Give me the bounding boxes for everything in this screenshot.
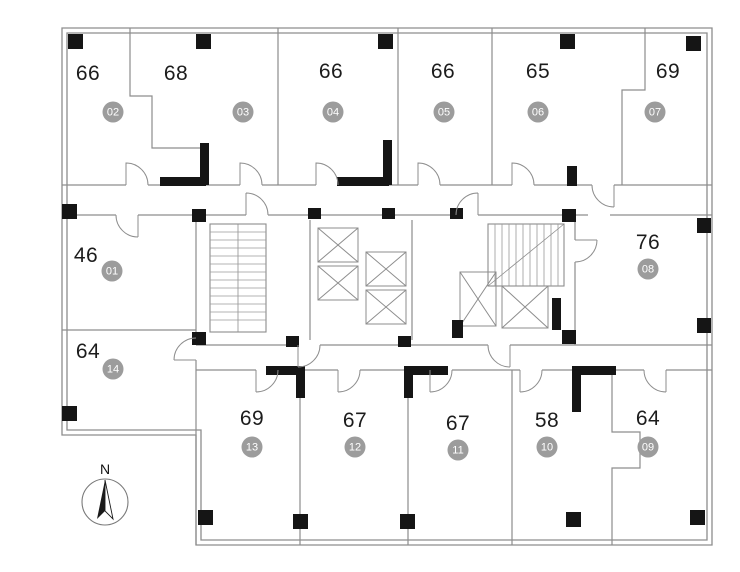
room-area-05: 66 xyxy=(430,60,456,83)
room-area-12: 67 xyxy=(342,409,368,432)
north-arrow-icon: N xyxy=(81,461,129,526)
unit-badge-06: 06 xyxy=(527,101,549,123)
unit-badge-07: 07 xyxy=(644,101,666,123)
room-area-01: 46 xyxy=(73,244,99,267)
unit-badge-11: 11 xyxy=(447,439,469,461)
room-area-02: 66 xyxy=(75,62,101,85)
unit-badge-05: 05 xyxy=(433,101,455,123)
structural-columns xyxy=(62,34,711,529)
unit-badge-09: 09 xyxy=(637,436,659,458)
unit-badge-04: 04 xyxy=(322,101,344,123)
room-area-09: 64 xyxy=(635,407,661,430)
unit-badge-14: 14 xyxy=(102,358,124,380)
unit-badge-12: 12 xyxy=(344,436,366,458)
room-area-04: 66 xyxy=(318,60,344,83)
room-area-03: 68 xyxy=(163,62,189,85)
unit-badge-02: 02 xyxy=(102,101,124,123)
room-area-10: 58 xyxy=(534,409,560,432)
door-swings xyxy=(115,162,667,393)
elevators-icon xyxy=(317,227,549,329)
unit-badge-03: 03 xyxy=(232,101,254,123)
room-area-13: 69 xyxy=(239,407,265,430)
unit-badge-01: 01 xyxy=(101,260,123,282)
unit-badge-13: 13 xyxy=(241,436,263,458)
room-area-07: 69 xyxy=(655,60,681,83)
stairs-left-icon xyxy=(209,223,267,333)
unit-badge-08: 08 xyxy=(637,258,659,280)
room-area-06: 65 xyxy=(525,60,551,83)
room-area-08: 76 xyxy=(635,231,661,254)
room-area-14: 64 xyxy=(75,340,101,363)
unit-badge-10: 10 xyxy=(536,436,558,458)
stairs-right-icon xyxy=(487,223,565,287)
compass-label: N xyxy=(100,461,110,477)
room-area-11: 67 xyxy=(445,412,471,435)
